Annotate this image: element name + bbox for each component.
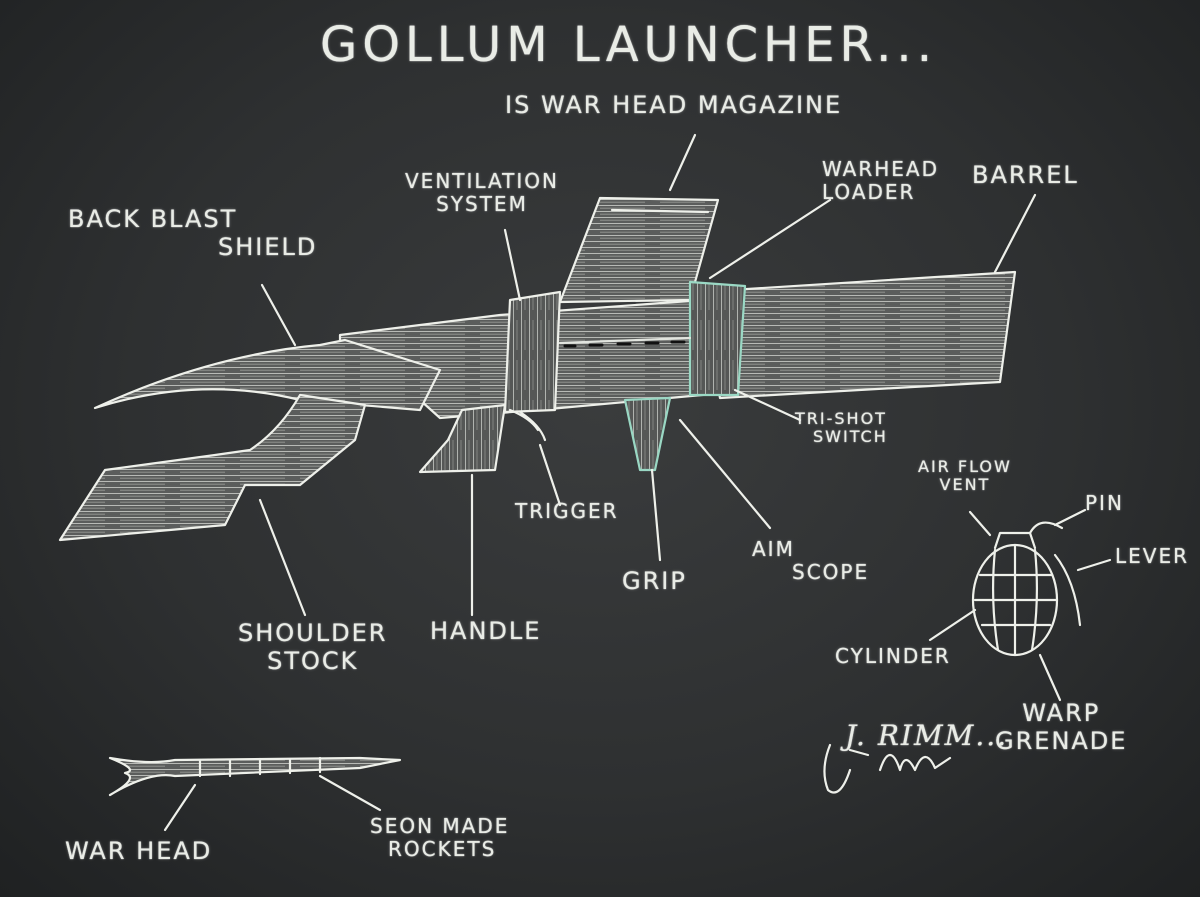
trigger-shape	[510, 410, 545, 440]
label-shoulder-line1: SHOULDER	[238, 620, 387, 648]
loader-shape	[690, 282, 745, 395]
label-lever: LEVER	[1115, 545, 1189, 568]
label-shoulder-stock: SHOULDER STOCK	[238, 620, 387, 675]
rocket-sketch	[110, 758, 400, 830]
label-back-blast-shield: BACK BLAST SHIELD	[68, 206, 317, 261]
label-trigger: TRIGGER	[515, 500, 619, 523]
label-warp-line2: GRENADE	[995, 728, 1127, 756]
pointer-cylinder	[930, 610, 975, 640]
label-grip: GRIP	[622, 568, 687, 596]
label-air-flow-vent: AIR FLOW VENT	[918, 458, 1012, 495]
label-loader-line1: WARHEAD	[822, 158, 939, 181]
signature: J. Rimm...	[845, 720, 1008, 752]
pointer-ventilation	[505, 230, 520, 300]
pointer-back-blast	[262, 285, 295, 345]
pointer-magazine	[670, 135, 695, 190]
label-rockets: SEON MADE ROCKETS	[370, 815, 509, 861]
label-barrel: BARREL	[972, 162, 1079, 190]
pointer-warp-grenade	[1040, 655, 1060, 700]
diagram-title: GOLLUM LAUNCHER...	[320, 18, 937, 73]
label-aim-scope: AIM SCOPE	[752, 538, 869, 584]
pointer-barrel	[995, 195, 1035, 272]
label-warhead-loader: WARHEAD LOADER	[822, 158, 939, 204]
label-shoulder-line2: STOCK	[238, 648, 387, 676]
label-air-flow-line1: AIR FLOW	[918, 458, 1012, 476]
pointer-pin	[1055, 510, 1085, 525]
pointer-loader	[710, 200, 830, 278]
label-warhead: WAR HEAD	[65, 838, 212, 866]
pointer-lever	[1078, 560, 1110, 570]
label-air-flow-line2: VENT	[918, 476, 1012, 494]
grip-shape	[625, 398, 670, 470]
label-ventilation-system: VENTILATION SYSTEM	[405, 170, 559, 216]
shoulder-stock-shape	[60, 395, 365, 540]
vent-collar-shape	[505, 292, 560, 412]
label-warp-grenade: WARP GRENADE	[995, 700, 1127, 755]
pointer-grip	[652, 470, 660, 560]
handle-shape	[420, 405, 505, 472]
label-tri-shot-line1: TRI-SHOT	[795, 410, 888, 428]
label-handle: HANDLE	[430, 618, 541, 646]
label-cylinder: CYLINDER	[835, 645, 951, 668]
pointer-trigger	[540, 445, 560, 505]
label-warhead-magazine: IS WAR HEAD MAGAZINE	[505, 92, 842, 120]
label-aim-line2: SCOPE	[752, 561, 869, 584]
label-rockets-line2: ROCKETS	[370, 838, 509, 861]
label-loader-line2: LOADER	[822, 181, 939, 204]
label-aim-line1: AIM	[752, 538, 869, 561]
pointer-shoulder-stock	[260, 500, 305, 615]
label-tri-shot-line2: SWITCH	[795, 428, 888, 446]
label-ventilation-line1: VENTILATION	[405, 170, 559, 193]
label-rockets-line1: SEON MADE	[370, 815, 509, 838]
label-tri-shot-switch: TRI-SHOT SWITCH	[795, 410, 888, 447]
label-pin: PIN	[1085, 492, 1124, 515]
pointer-rockets	[320, 776, 380, 810]
label-warp-line1: WARP	[995, 700, 1127, 728]
grenade-sketch	[930, 510, 1110, 700]
label-back-blast-line1: BACK BLAST	[68, 206, 317, 234]
pointer-warhead	[165, 785, 195, 830]
label-ventilation-line2: SYSTEM	[405, 193, 559, 216]
barrel-shape	[700, 272, 1015, 398]
label-back-blast-line2: SHIELD	[68, 234, 317, 262]
pointer-air-flow	[970, 512, 990, 535]
pointer-aim-scope	[680, 420, 770, 528]
